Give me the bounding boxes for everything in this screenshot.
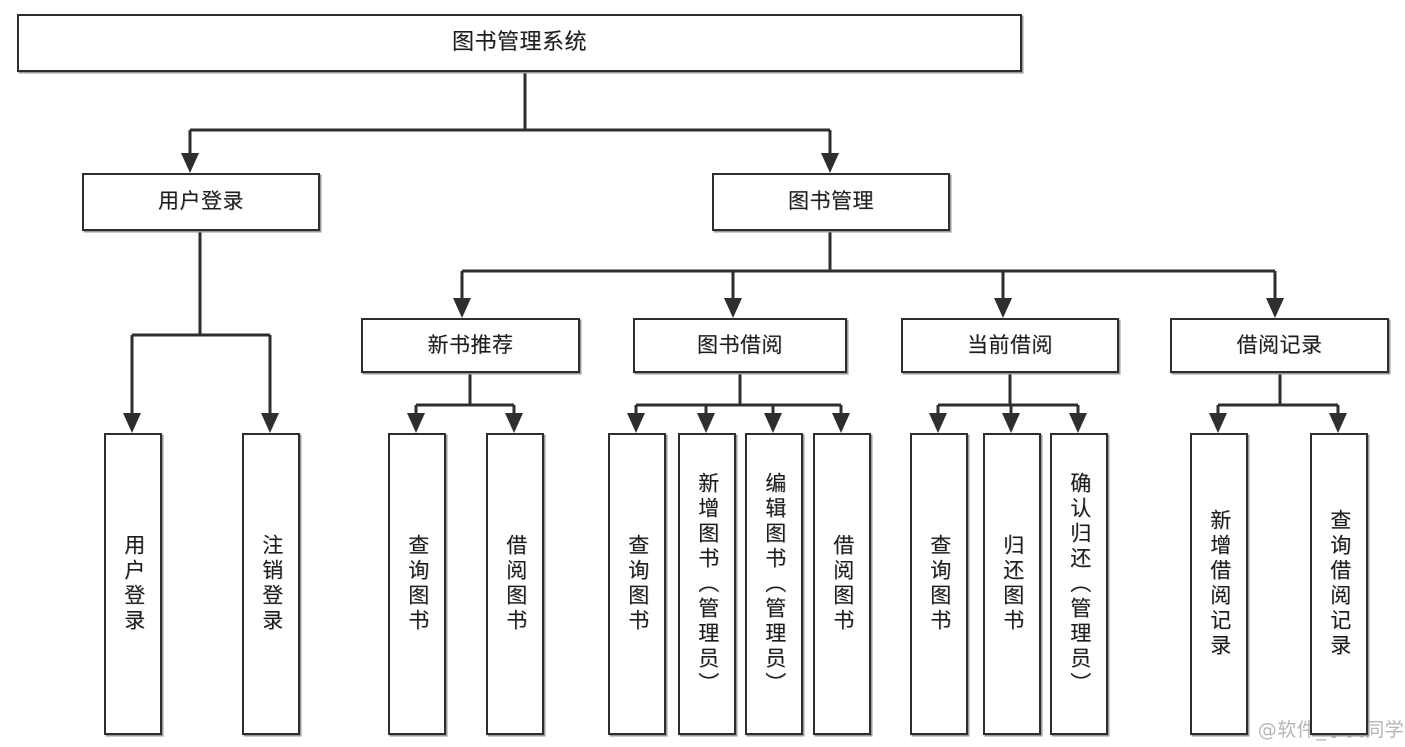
node-label: 查询图书 xyxy=(927,534,952,634)
node-label: 查询借阅记录 xyxy=(1327,509,1352,659)
node-bookmgmt[interactable]: 图书管理 xyxy=(712,173,950,231)
node-l-qrec[interactable]: 查询借阅记录 xyxy=(1310,433,1368,735)
node-l-addbook[interactable]: 新增图书（管理员） xyxy=(678,433,736,735)
node-label: 新增图书（管理员） xyxy=(695,471,720,697)
node-label: 当前借阅 xyxy=(967,332,1053,357)
node-label: 新增借阅记录 xyxy=(1207,509,1232,659)
node-label: 图书借阅 xyxy=(697,332,783,357)
node-l-return[interactable]: 归还图书 xyxy=(983,433,1041,735)
node-l-editbook[interactable]: 编辑图书（管理员） xyxy=(745,433,803,735)
node-label: 用户登录 xyxy=(158,189,244,214)
node-label: 注销登录 xyxy=(259,534,284,634)
node-label: 借阅图书 xyxy=(503,534,528,634)
node-label: 借阅记录 xyxy=(1236,332,1323,357)
node-label: 查询图书 xyxy=(405,534,430,634)
node-l-qbook3[interactable]: 查询图书 xyxy=(910,433,968,735)
node-label: 查询图书 xyxy=(625,534,650,634)
node-l-confirm[interactable]: 确认归还（管理员） xyxy=(1050,433,1108,735)
node-l-bbook1[interactable]: 借阅图书 xyxy=(486,433,544,735)
node-newbook[interactable]: 新书推荐 xyxy=(361,318,580,373)
node-l-bbook2[interactable]: 借阅图书 xyxy=(813,433,871,735)
node-borrow[interactable]: 图书借阅 xyxy=(633,318,847,373)
node-label: 编辑图书（管理员） xyxy=(762,471,787,697)
node-l-qbook2[interactable]: 查询图书 xyxy=(608,433,666,735)
node-label: 图书管理系统 xyxy=(451,29,587,55)
node-l-addrec[interactable]: 新增借阅记录 xyxy=(1190,433,1248,735)
node-l-logout[interactable]: 注销登录 xyxy=(242,433,300,735)
node-login[interactable]: 用户登录 xyxy=(82,173,320,231)
node-current[interactable]: 当前借阅 xyxy=(901,318,1119,373)
node-records[interactable]: 借阅记录 xyxy=(1170,318,1389,373)
node-l-userlogin[interactable]: 用户登录 xyxy=(104,433,162,735)
node-label: 用户登录 xyxy=(121,534,146,634)
node-label: 确认归还（管理员） xyxy=(1067,471,1092,697)
node-label: 新书推荐 xyxy=(427,332,514,357)
node-label: 归还图书 xyxy=(1000,534,1025,634)
node-l-qbook1[interactable]: 查询图书 xyxy=(388,433,446,735)
node-root[interactable]: 图书管理系统 xyxy=(17,14,1022,72)
node-label: 借阅图书 xyxy=(830,534,855,634)
node-label: 图书管理 xyxy=(788,189,874,214)
